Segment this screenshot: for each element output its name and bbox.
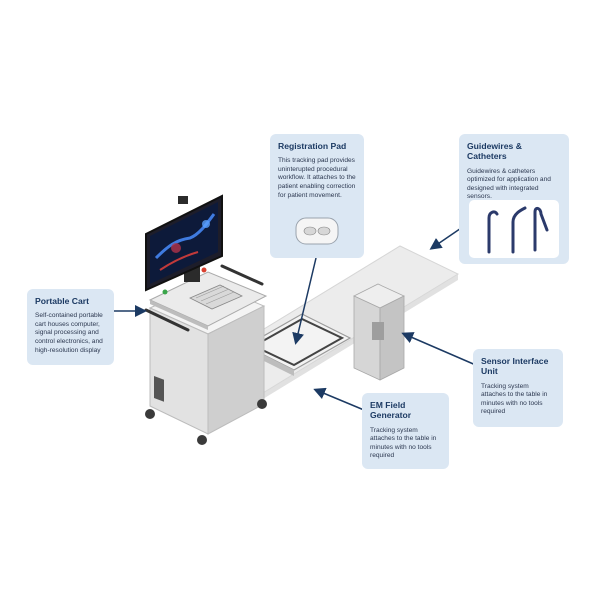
guidewire-icon [487, 206, 549, 254]
callout-guidewires: Guidewires & Catheters Guidewires & cath… [459, 134, 569, 264]
arrow-sensor-unit [401, 332, 479, 367]
callout-body: Self-contained portable cart houses comp… [35, 312, 103, 354]
guidewires-illustration [469, 200, 559, 258]
callout-sensor-unit: Sensor Interface Unit Tracking system at… [473, 349, 563, 427]
registration-pad-icon [295, 217, 339, 245]
keyboard-icon [189, 284, 243, 310]
callout-em-field: EM Field Generator Tracking system attac… [362, 393, 449, 469]
status-red-light-icon [201, 267, 207, 273]
callout-title: EM Field Generator [370, 400, 412, 421]
callout-portable-cart: Portable Cart Self-contained portable ca… [27, 289, 114, 365]
callout-body: Guidewires & catheters optimized for app… [467, 167, 551, 201]
callout-body: Tracking system attaches to the table in… [481, 382, 548, 416]
callout-body: Tracking system attaches to the table in… [370, 426, 437, 460]
callout-title: Sensor Interface Unit [481, 356, 549, 377]
arrow-registration-pad [292, 257, 317, 345]
callout-title: Portable Cart [35, 296, 89, 306]
callout-body: This tracking pad provides uninterupted … [278, 157, 356, 199]
monitor-icon [145, 194, 223, 292]
sensor-interface-unit [353, 283, 405, 381]
arrow-em-field [313, 387, 365, 411]
callout-title: Registration Pad [278, 141, 347, 151]
callout-registration-pad: Registration Pad This tracking pad provi… [270, 134, 364, 258]
status-green-light-icon [162, 289, 168, 295]
callout-title: Guidewires & Catheters [467, 141, 522, 162]
